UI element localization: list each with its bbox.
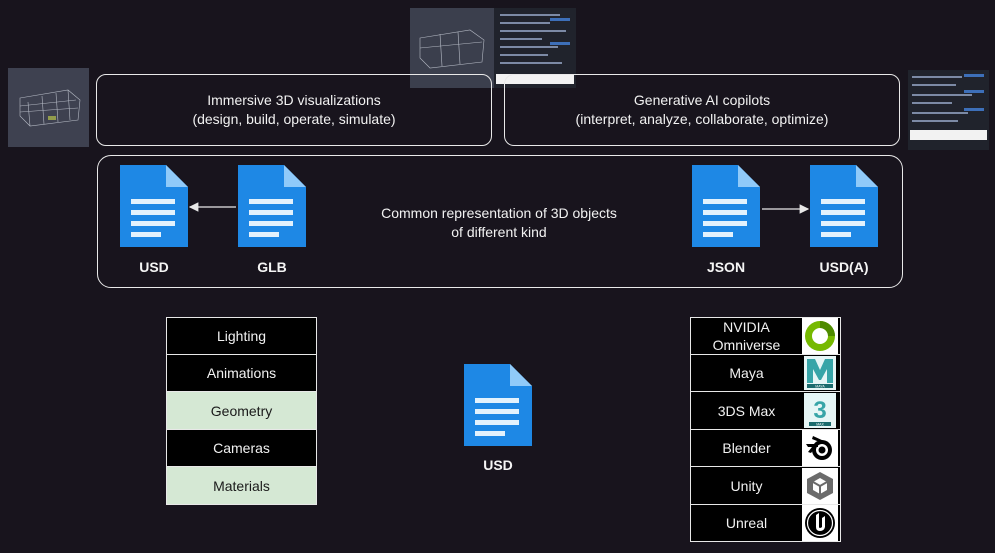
copilots-box [504,74,900,146]
svg-text:MAYA: MAYA [815,384,825,388]
viz-screenshot-top [410,8,576,88]
copilot-screenshot-right [908,70,989,150]
common-representation-box [97,155,903,288]
unreal-logo-icon [802,505,838,541]
svg-text:MAX: MAX [816,422,824,426]
blender-logo-icon [802,430,838,466]
glb-file-label: GLB [257,259,287,275]
component-animations: Animations [166,354,317,392]
common-representation-caption-2: of different kind [451,224,547,240]
component-lighting: Lighting [166,317,317,355]
chat-panel-preview-icon [908,70,989,150]
usda-file-label: USD(A) [819,259,869,275]
tool-blender-label: Blender [722,440,771,456]
3ds-max-logo-icon: 3 MAX [804,393,836,428]
maya-logo-icon: MAYA [804,356,836,390]
svg-text:3: 3 [813,397,826,424]
component-materials: Materials [166,466,317,505]
tool-maya-label: Maya [729,365,764,381]
building-wireframe-icon [8,68,89,147]
component-cameras: Cameras [166,429,317,467]
usd-file-label: USD [139,259,169,275]
viz-screenshot-left [8,68,89,147]
component-geometry: Geometry [166,391,317,430]
visualizations-subtitle: (design, build, operate, simulate) [192,111,396,127]
copilots-subtitle: (interpret, analyze, collaborate, optimi… [575,111,829,127]
visualizations-title: Immersive 3D visualizations [207,92,381,108]
tool-3dsmax-label: 3DS Max [717,402,776,419]
tool-omniverse-label: NVIDIA Omniverse [712,319,781,353]
omniverse-logo-icon [802,318,838,354]
tool-unity-label: Unity [730,477,763,494]
unity-logo-icon [802,468,838,504]
center-usd-file-icon [462,362,534,448]
tool-unreal-label: Unreal [725,515,768,531]
center-usd-file-label: USD [483,457,513,473]
common-representation-caption-1: Common representation of 3D objects [381,205,617,221]
json-file-label: JSON [706,259,746,275]
visualizations-box [96,74,492,146]
copilots-title: Generative AI copilots [633,92,771,108]
